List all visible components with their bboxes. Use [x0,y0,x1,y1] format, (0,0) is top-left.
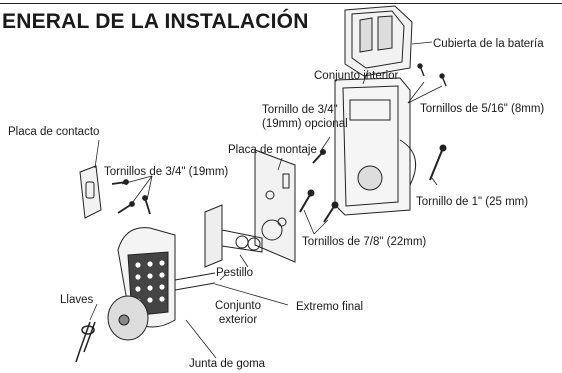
interior-assembly-illustration [334,77,417,216]
label-rubber-gasket: Junta de goma [189,358,266,370]
screw-1-inch-illustration [429,144,447,181]
label-strike-plate: Placa de contacto [8,126,100,138]
label-exterior-assembly-line1: Conjunto [214,300,262,312]
label-interior-assembly: Conjunto interior [314,70,399,82]
label-exterior-assembly-line2: exterior [218,314,258,326]
label-end-piece: Extremo final [296,301,364,313]
battery-cover-illustration [344,5,413,77]
page-title: ENERAL DE LA INSTALACIÓN [2,10,309,33]
strike-plate-illustration [79,165,102,219]
label-screws-7-8: Tornillos de 7/8" (22mm) [302,236,427,248]
screw-3-4-optional-illustration [312,149,326,164]
label-screws-5-16: Tornillos de 5/16" (8mm) [420,103,545,115]
keys-illustration [75,321,96,363]
label-screw-3-4-optional-line2: (19mm) opcional [262,118,348,130]
label-screws-3-4: Tornillos de 3/4" (19mm) [104,166,229,178]
label-screw-3-4-optional-line1: Tornillo de 3/4" [262,104,338,116]
top-rule [0,3,562,4]
label-latch: Pestillo [216,267,254,279]
mounting-plate-illustration [254,149,296,263]
label-battery-cover: Cubierta de la batería [433,38,544,50]
label-screw-1-inch: Tornillo de 1" (25 mm) [416,196,529,208]
screws-7-8-illustration [299,189,339,223]
exterior-keypad-illustration [107,227,216,341]
label-keys: Llaves [60,294,94,306]
label-mounting-plate: Placa de montaje [228,144,317,156]
leader-lines [89,41,443,359]
screws-5-16-illustration [417,63,447,87]
latch-illustration [204,204,263,268]
screws-3-4-illustration [111,179,151,215]
